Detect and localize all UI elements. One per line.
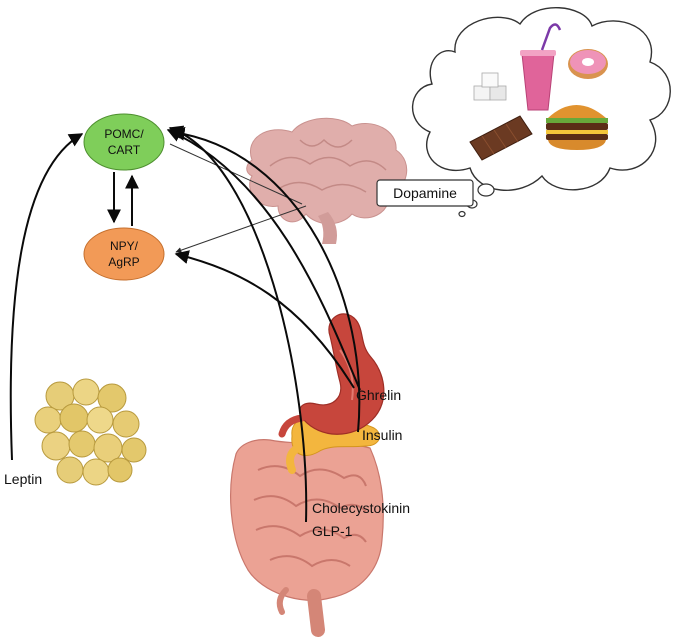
insulin-arrow [170, 126, 361, 433]
ghrelin-arrow-npy [174, 250, 355, 389]
sugar-cubes-icon [473, 72, 507, 101]
dopamine-line-upper [169, 143, 303, 205]
glp1-label: GLP-1 [312, 523, 353, 539]
burger-icon [546, 105, 608, 150]
smoothie-glass-icon [520, 23, 562, 111]
pomc-cart-node: POMC/ CART [83, 113, 165, 171]
pomc-label-line2: CART [108, 143, 141, 157]
stomach-icon [278, 313, 385, 438]
dopamine-label: Dopamine [393, 185, 457, 201]
insulin-label: Insulin [362, 427, 402, 443]
ghrelin-label: Ghrelin [356, 387, 401, 403]
leptin-arrow [9, 133, 84, 461]
intestine-icon [230, 439, 384, 637]
thought-bubble-icon [411, 6, 671, 218]
chocolate-bar-icon [469, 115, 533, 161]
npy-agrp-node: NPY/ AgRP [83, 227, 165, 281]
dopamine-box: Dopamine [376, 179, 474, 207]
donut-icon [568, 49, 608, 79]
cck-glp1-arrow [168, 125, 308, 523]
adipose-tissue-icon [34, 378, 147, 486]
leptin-label: Leptin [4, 471, 42, 487]
npy-label-line1: NPY/ [110, 239, 139, 253]
pomc-label-line1: POMC/ [104, 127, 144, 141]
dopamine-arrow-npy [175, 205, 307, 254]
cholecystokinin-label: Cholecystokinin [312, 500, 410, 516]
npy-label-line2: AgRP [108, 255, 139, 269]
